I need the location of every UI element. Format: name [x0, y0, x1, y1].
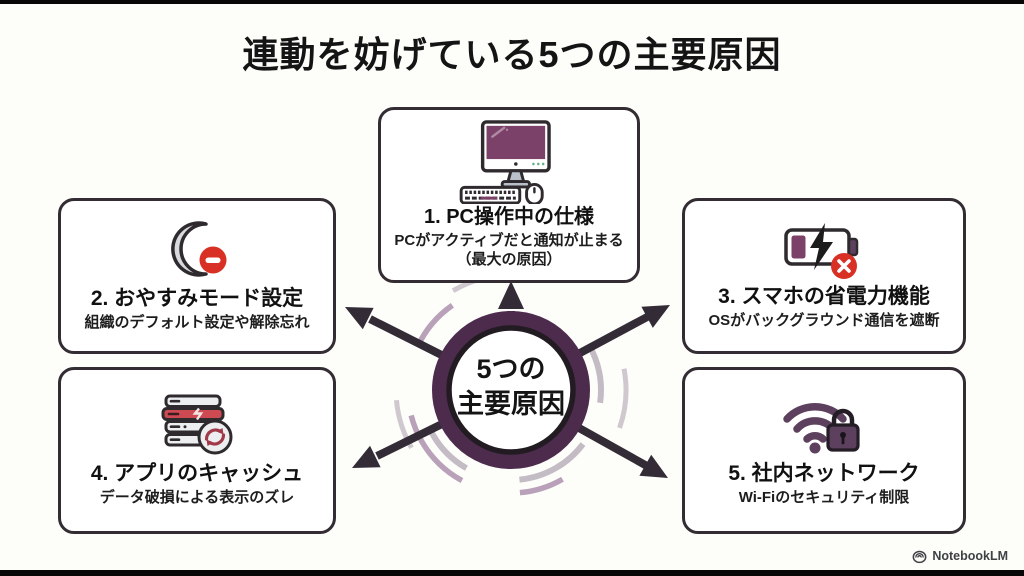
cause-box-app-cache: 4. アプリのキャッシュ データ破損による表示のズレ [58, 367, 336, 534]
wifi-security-lock-icon [781, 394, 867, 458]
battery-saver-blocked-icon [783, 221, 865, 281]
notebooklm-logo-icon [912, 549, 927, 564]
hub-purple-ring [432, 311, 590, 469]
page-title: 連動を妨げている5つの主要原因 [242, 34, 782, 75]
hub-circle [446, 325, 576, 455]
cause-title: 5. 社内ネットワーク [728, 461, 920, 485]
cause-subtitle: OSがバックグラウンド通信を遮断 [708, 312, 940, 330]
letterbox-bar-bottom [0, 570, 1024, 576]
desktop-computer-icon [455, 120, 563, 205]
cause-subtitle: Wi-Fiのセキュリティ制限 [738, 488, 910, 506]
hub-diagram: 5つの 主要原因 [345, 272, 670, 508]
footer-brand: NotebookLM [912, 547, 1008, 565]
hub-label-line1: 5つの [476, 354, 545, 384]
cause-box-dnd-mode: 2. おやすみモード設定 組織のデフォルト設定や解除忘れ [58, 198, 336, 354]
cause-box-battery-saver: 3. スマホの省電力機能 OSがバックグラウンド通信を遮断 [682, 198, 966, 354]
letterbox-bar-top [0, 0, 1024, 4]
cause-subtitle: データ破損による表示のズレ [99, 488, 295, 506]
cause-title: 1. PC操作中の仕様 [423, 206, 595, 229]
cause-box-office-network: 5. 社内ネットワーク Wi-Fiのセキュリティ制限 [682, 367, 966, 534]
hub-label-line2: 主要原因 [457, 389, 565, 419]
cause-subtitle: 組織のデフォルト設定や解除忘れ [84, 314, 310, 332]
cause-box-pc-usage: 1. PC操作中の仕様 PCがアクティブだと通知が止まる（最大の原因） [378, 107, 640, 283]
cause-title: 4. アプリのキャッシュ [90, 461, 304, 485]
corrupted-cache-sync-icon [158, 394, 236, 458]
cause-title: 3. スマホの省電力機能 [718, 285, 930, 309]
cause-title: 2. おやすみモード設定 [90, 287, 304, 311]
do-not-disturb-moon-icon [160, 219, 234, 283]
cause-subtitle: PCがアクティブだと通知が止まる（最大の原因） [394, 232, 624, 268]
footer-brand-label: NotebookLM [932, 549, 1008, 563]
